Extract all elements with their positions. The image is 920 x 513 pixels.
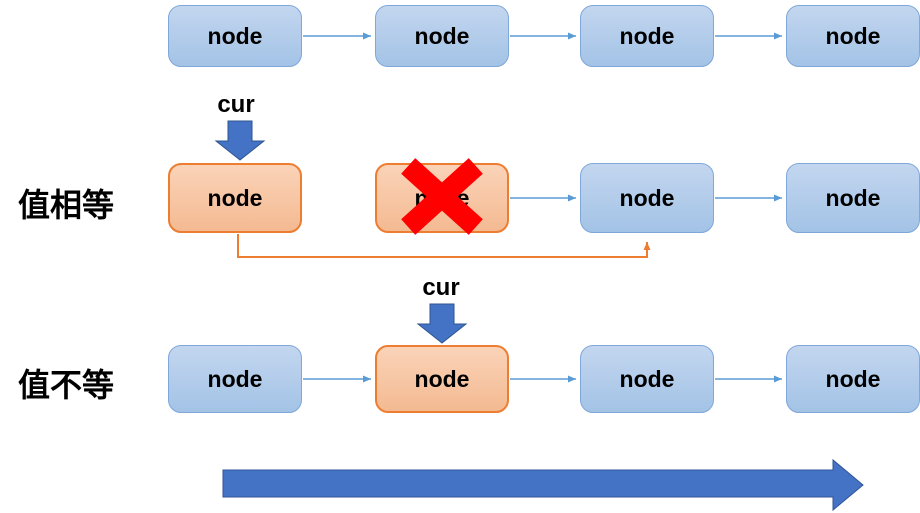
row3-node-4: node [786, 345, 920, 413]
traversal-direction-arrow [222, 458, 864, 512]
row3-node-1: node [168, 345, 302, 413]
case-not-equal-label: 值不等 [18, 367, 115, 403]
row2-node-3: node [580, 163, 714, 233]
row1-node-4: node [786, 5, 920, 67]
cur-arrow-icon-equal [214, 120, 266, 161]
case-equal-label: 值相等 [18, 187, 115, 223]
cur-pointer-label-equal: cur [217, 91, 255, 118]
row3-node-3: node [580, 345, 714, 413]
row1-node-3: node [580, 5, 714, 67]
row2-node-2-deleted: node [375, 163, 509, 233]
cur-arrow-icon-not-equal [416, 303, 468, 344]
row1-node-2: node [375, 5, 509, 67]
skip-link-arrow [237, 234, 651, 258]
cur-pointer-label-not-equal: cur [422, 274, 460, 301]
row2-node-1-current: node [168, 163, 302, 233]
row1-node-1: node [168, 5, 302, 67]
row2-node-4: node [786, 163, 920, 233]
row3-node-2-current: node [375, 345, 509, 413]
